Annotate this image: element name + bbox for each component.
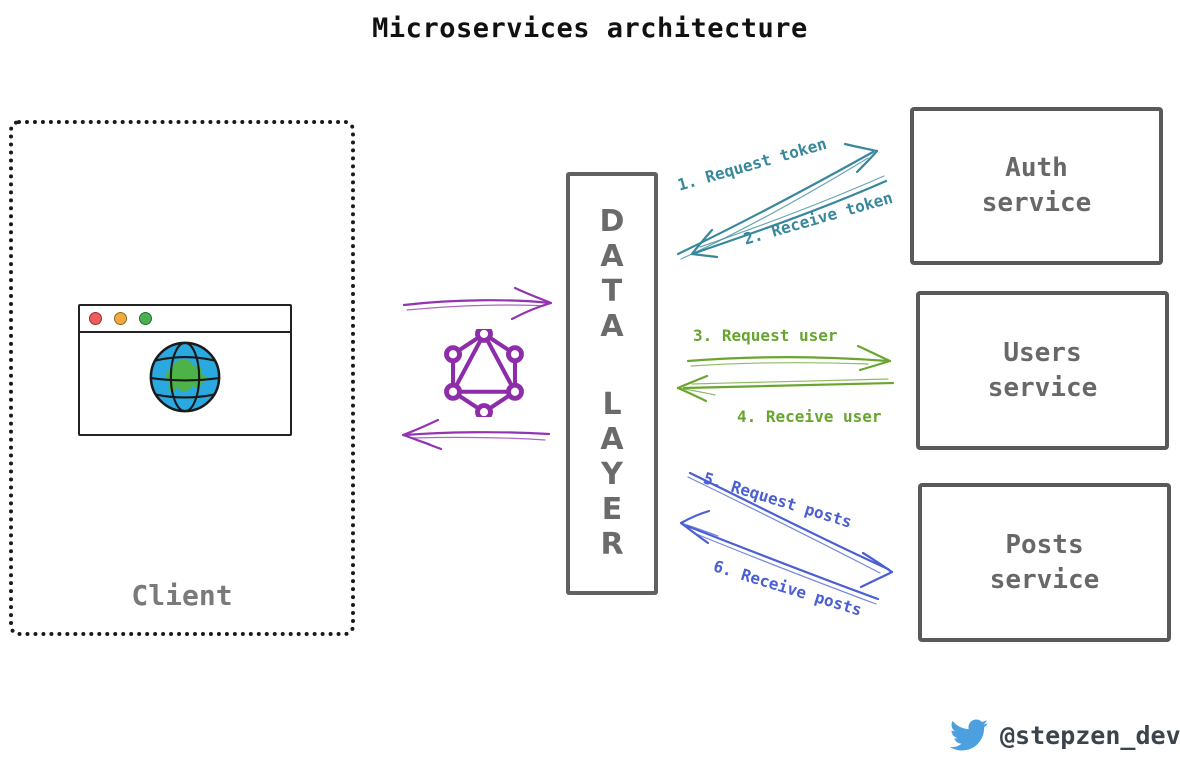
data-layer-letter: R [600, 527, 624, 562]
data-layer-box: D A T A L A Y E R [566, 172, 658, 595]
twitter-handle: @stepzen_dev [1000, 721, 1180, 750]
data-layer-letter: E [601, 492, 623, 527]
data-layer-letter: T [601, 274, 623, 309]
flow-label-4: 4. Receive user [737, 407, 882, 426]
globe-icon [149, 341, 221, 413]
data-layer-letter: A [600, 309, 624, 344]
browser-title-bar [80, 306, 290, 333]
data-layer-letter: D [599, 204, 625, 239]
data-layer-letter: A [600, 239, 624, 274]
service-box-users: Users service [916, 291, 1169, 450]
flow-label-2: 2. Receive token [741, 187, 895, 249]
arrow-request-user [686, 344, 892, 372]
arrow-data-layer-to-client [401, 418, 551, 451]
data-layer-letter: A [600, 422, 624, 457]
flow-label-3: 3. Request user [693, 326, 838, 345]
service-name: Posts service [989, 529, 1100, 595]
flow-label-1: 1. Request token [675, 133, 829, 195]
data-layer-letter: Y [601, 457, 623, 492]
traffic-light-red-icon [89, 312, 102, 325]
arrow-client-to-data-layer [402, 286, 553, 321]
data-layer-letter: L [602, 387, 622, 422]
traffic-light-green-icon [139, 312, 152, 325]
browser-window-icon [78, 304, 292, 436]
service-box-posts: Posts service [918, 483, 1171, 642]
service-name: Users service [987, 337, 1098, 403]
service-name: Auth service [981, 153, 1092, 218]
traffic-light-yellow-icon [114, 312, 127, 325]
flow-label-5: 5. Request posts [701, 468, 855, 532]
arrow-receive-user [676, 374, 895, 403]
client-box [9, 120, 355, 636]
twitter-bird-icon [950, 719, 989, 751]
client-label: Client [131, 579, 233, 612]
page-title: Microservices architecture [372, 13, 808, 44]
service-box-auth: Auth service [910, 107, 1163, 265]
flow-label-6: 6. Receive posts [711, 556, 865, 620]
graphql-logo-icon [444, 329, 524, 417]
